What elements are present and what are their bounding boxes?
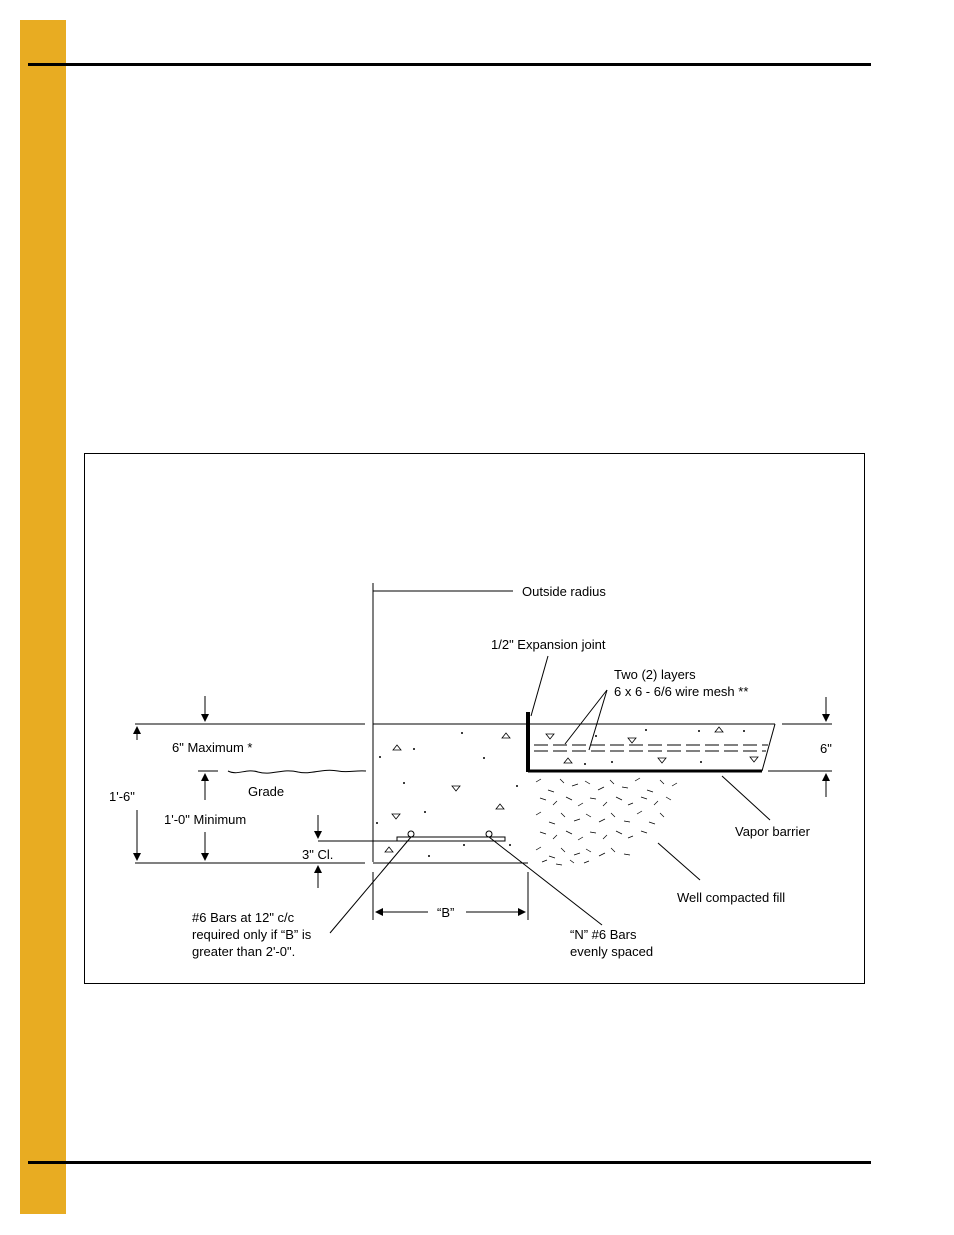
diagram-frame bbox=[84, 453, 865, 984]
slab-thickness-label: 6" bbox=[820, 741, 832, 756]
bars-note-line1: #6 Bars at 12" c/c bbox=[192, 910, 295, 925]
concrete-aggregate bbox=[384, 726, 759, 853]
rebar-section-2 bbox=[485, 830, 493, 838]
mesh-label-line1: Two (2) layers bbox=[614, 667, 696, 682]
vapor-barrier-label: Vapor barrier bbox=[735, 824, 811, 839]
vapor-barrier-leader bbox=[721, 775, 771, 821]
total-depth-label: 1'-6" bbox=[109, 789, 135, 804]
bars-note-line2: required only if “B” is bbox=[192, 927, 312, 942]
fill-leader bbox=[657, 842, 701, 881]
grade-label: Grade bbox=[248, 784, 284, 799]
outside-radius-label: Outside radius bbox=[522, 584, 606, 599]
horizontal-rebar bbox=[396, 836, 506, 842]
min-depth-label: 1'-0" Minimum bbox=[164, 812, 246, 827]
n-bars-leader bbox=[488, 836, 603, 926]
concrete-specks bbox=[376, 729, 745, 857]
compacted-fill-hatch bbox=[535, 777, 678, 866]
compacted-fill-label: Well compacted fill bbox=[677, 890, 785, 905]
width-b-label: “B” bbox=[437, 905, 454, 920]
mesh-label-line2: 6 x 6 - 6/6 wire mesh ** bbox=[614, 684, 748, 699]
clearance-label: 3" Cl. bbox=[302, 847, 333, 862]
expansion-joint-leader bbox=[530, 655, 549, 717]
side-color-tab bbox=[20, 20, 66, 1214]
header-rule bbox=[28, 63, 871, 66]
footer-rule bbox=[28, 1161, 871, 1164]
n-bars-line2: evenly spaced bbox=[570, 944, 653, 959]
grade-line bbox=[227, 769, 367, 774]
expansion-joint-label: 1/2" Expansion joint bbox=[491, 637, 606, 652]
slab-end-edge bbox=[761, 723, 776, 772]
n-bars-line1: “N” #6 Bars bbox=[570, 927, 637, 942]
mesh-leader-1 bbox=[564, 689, 608, 745]
mesh-leader-2 bbox=[588, 689, 608, 751]
bars-note-leader bbox=[329, 836, 412, 934]
max-height-label: 6" Maximum * bbox=[172, 740, 252, 755]
rebar-section-1 bbox=[407, 830, 415, 838]
bars-note-line3: greater than 2'-0". bbox=[192, 944, 295, 959]
